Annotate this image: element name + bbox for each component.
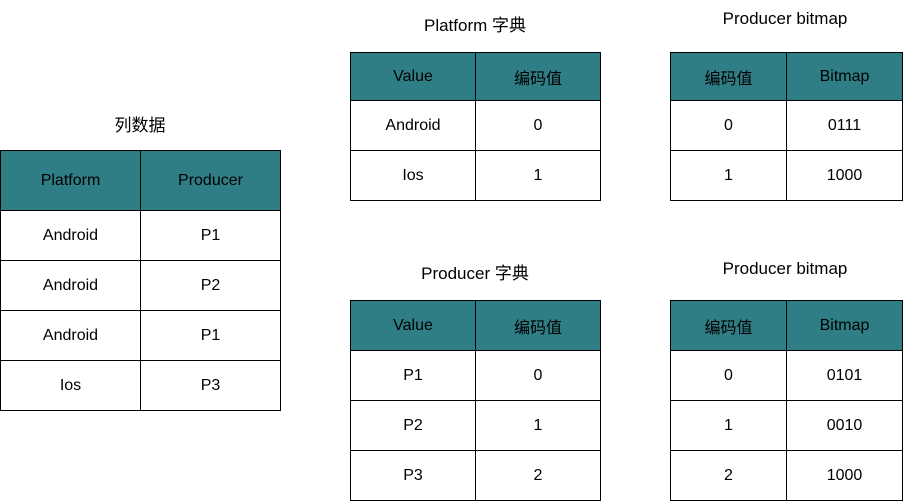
header-cell-code: 编码值: [670, 52, 787, 101]
column-data-table: Platform Producer Android P1 Android P2 …: [0, 150, 281, 411]
producer-bitmap-title: Producer bitmap: [722, 259, 848, 278]
table-header-row: Platform Producer: [0, 150, 281, 211]
platform-bitmap-title: Producer bitmap: [722, 9, 848, 28]
table-row: Android 0: [350, 100, 601, 151]
table-cell: 0010: [786, 400, 903, 451]
producer-bitmap-table: 编码值 Bitmap 0 0101 1 0010 2 1000: [670, 300, 903, 501]
table-header-row: 编码值 Bitmap: [670, 52, 903, 101]
header-cell-value: Value: [350, 52, 476, 101]
header-cell-code: 编码值: [670, 300, 787, 351]
table-cell: Ios: [350, 150, 476, 201]
table-cell: 0: [475, 100, 601, 151]
table-row: Android P1: [0, 210, 281, 261]
table-cell: Android: [0, 310, 141, 361]
table-row: 1 0010: [670, 400, 903, 451]
table-cell: 2: [475, 450, 601, 501]
header-cell-bitmap: Bitmap: [786, 300, 903, 351]
table-row: 0 0101: [670, 350, 903, 401]
producer-dict-table: Value 编码值 P1 0 P2 1 P3 2: [350, 300, 601, 501]
table-cell: 1: [670, 400, 787, 451]
table-cell: 1000: [786, 150, 903, 201]
table-cell: P1: [350, 350, 476, 401]
table-row: Ios 1: [350, 150, 601, 201]
table-cell: 1000: [786, 450, 903, 501]
table-cell: 2: [670, 450, 787, 501]
table-cell: 1: [670, 150, 787, 201]
table-cell: P2: [140, 260, 281, 311]
table-row: P1 0: [350, 350, 601, 401]
table-header-row: 编码值 Bitmap: [670, 300, 903, 351]
header-cell-producer: Producer: [140, 150, 281, 211]
table-row: P3 2: [350, 450, 601, 501]
table-row: 1 1000: [670, 150, 903, 201]
producer-dict-title: Producer 字典: [421, 264, 529, 283]
table-row: 0 0111: [670, 100, 903, 151]
table-row: Android P2: [0, 260, 281, 311]
header-cell-platform: Platform: [0, 150, 141, 211]
table-row: Android P1: [0, 310, 281, 361]
header-cell-bitmap: Bitmap: [786, 52, 903, 101]
table-row: Ios P3: [0, 360, 281, 411]
table-cell: Android: [0, 260, 141, 311]
header-cell-code: 编码值: [475, 300, 601, 351]
table-row: P2 1: [350, 400, 601, 451]
header-cell-value: Value: [350, 300, 476, 351]
table-cell: 1: [475, 400, 601, 451]
table-cell: Android: [350, 100, 476, 151]
platform-dict-table: Value 编码值 Android 0 Ios 1: [350, 52, 601, 201]
table-cell: 0101: [786, 350, 903, 401]
table-cell: Ios: [0, 360, 141, 411]
table-cell: P2: [350, 400, 476, 451]
table-cell: 0: [670, 350, 787, 401]
table-cell: P1: [140, 210, 281, 261]
table-cell: P3: [140, 360, 281, 411]
table-cell: 0111: [786, 100, 903, 151]
table-row: 2 1000: [670, 450, 903, 501]
column-data-title: 列数据: [114, 116, 166, 135]
table-header-row: Value 编码值: [350, 300, 601, 351]
platform-dict-title: Platform 字典: [423, 16, 527, 35]
header-cell-code: 编码值: [475, 52, 601, 101]
table-cell: P3: [350, 450, 476, 501]
table-cell: 1: [475, 150, 601, 201]
table-cell: 0: [670, 100, 787, 151]
table-cell: 0: [475, 350, 601, 401]
platform-bitmap-table: 编码值 Bitmap 0 0111 1 1000: [670, 52, 903, 201]
table-cell: P1: [140, 310, 281, 361]
table-cell: Android: [0, 210, 141, 261]
table-header-row: Value 编码值: [350, 52, 601, 101]
